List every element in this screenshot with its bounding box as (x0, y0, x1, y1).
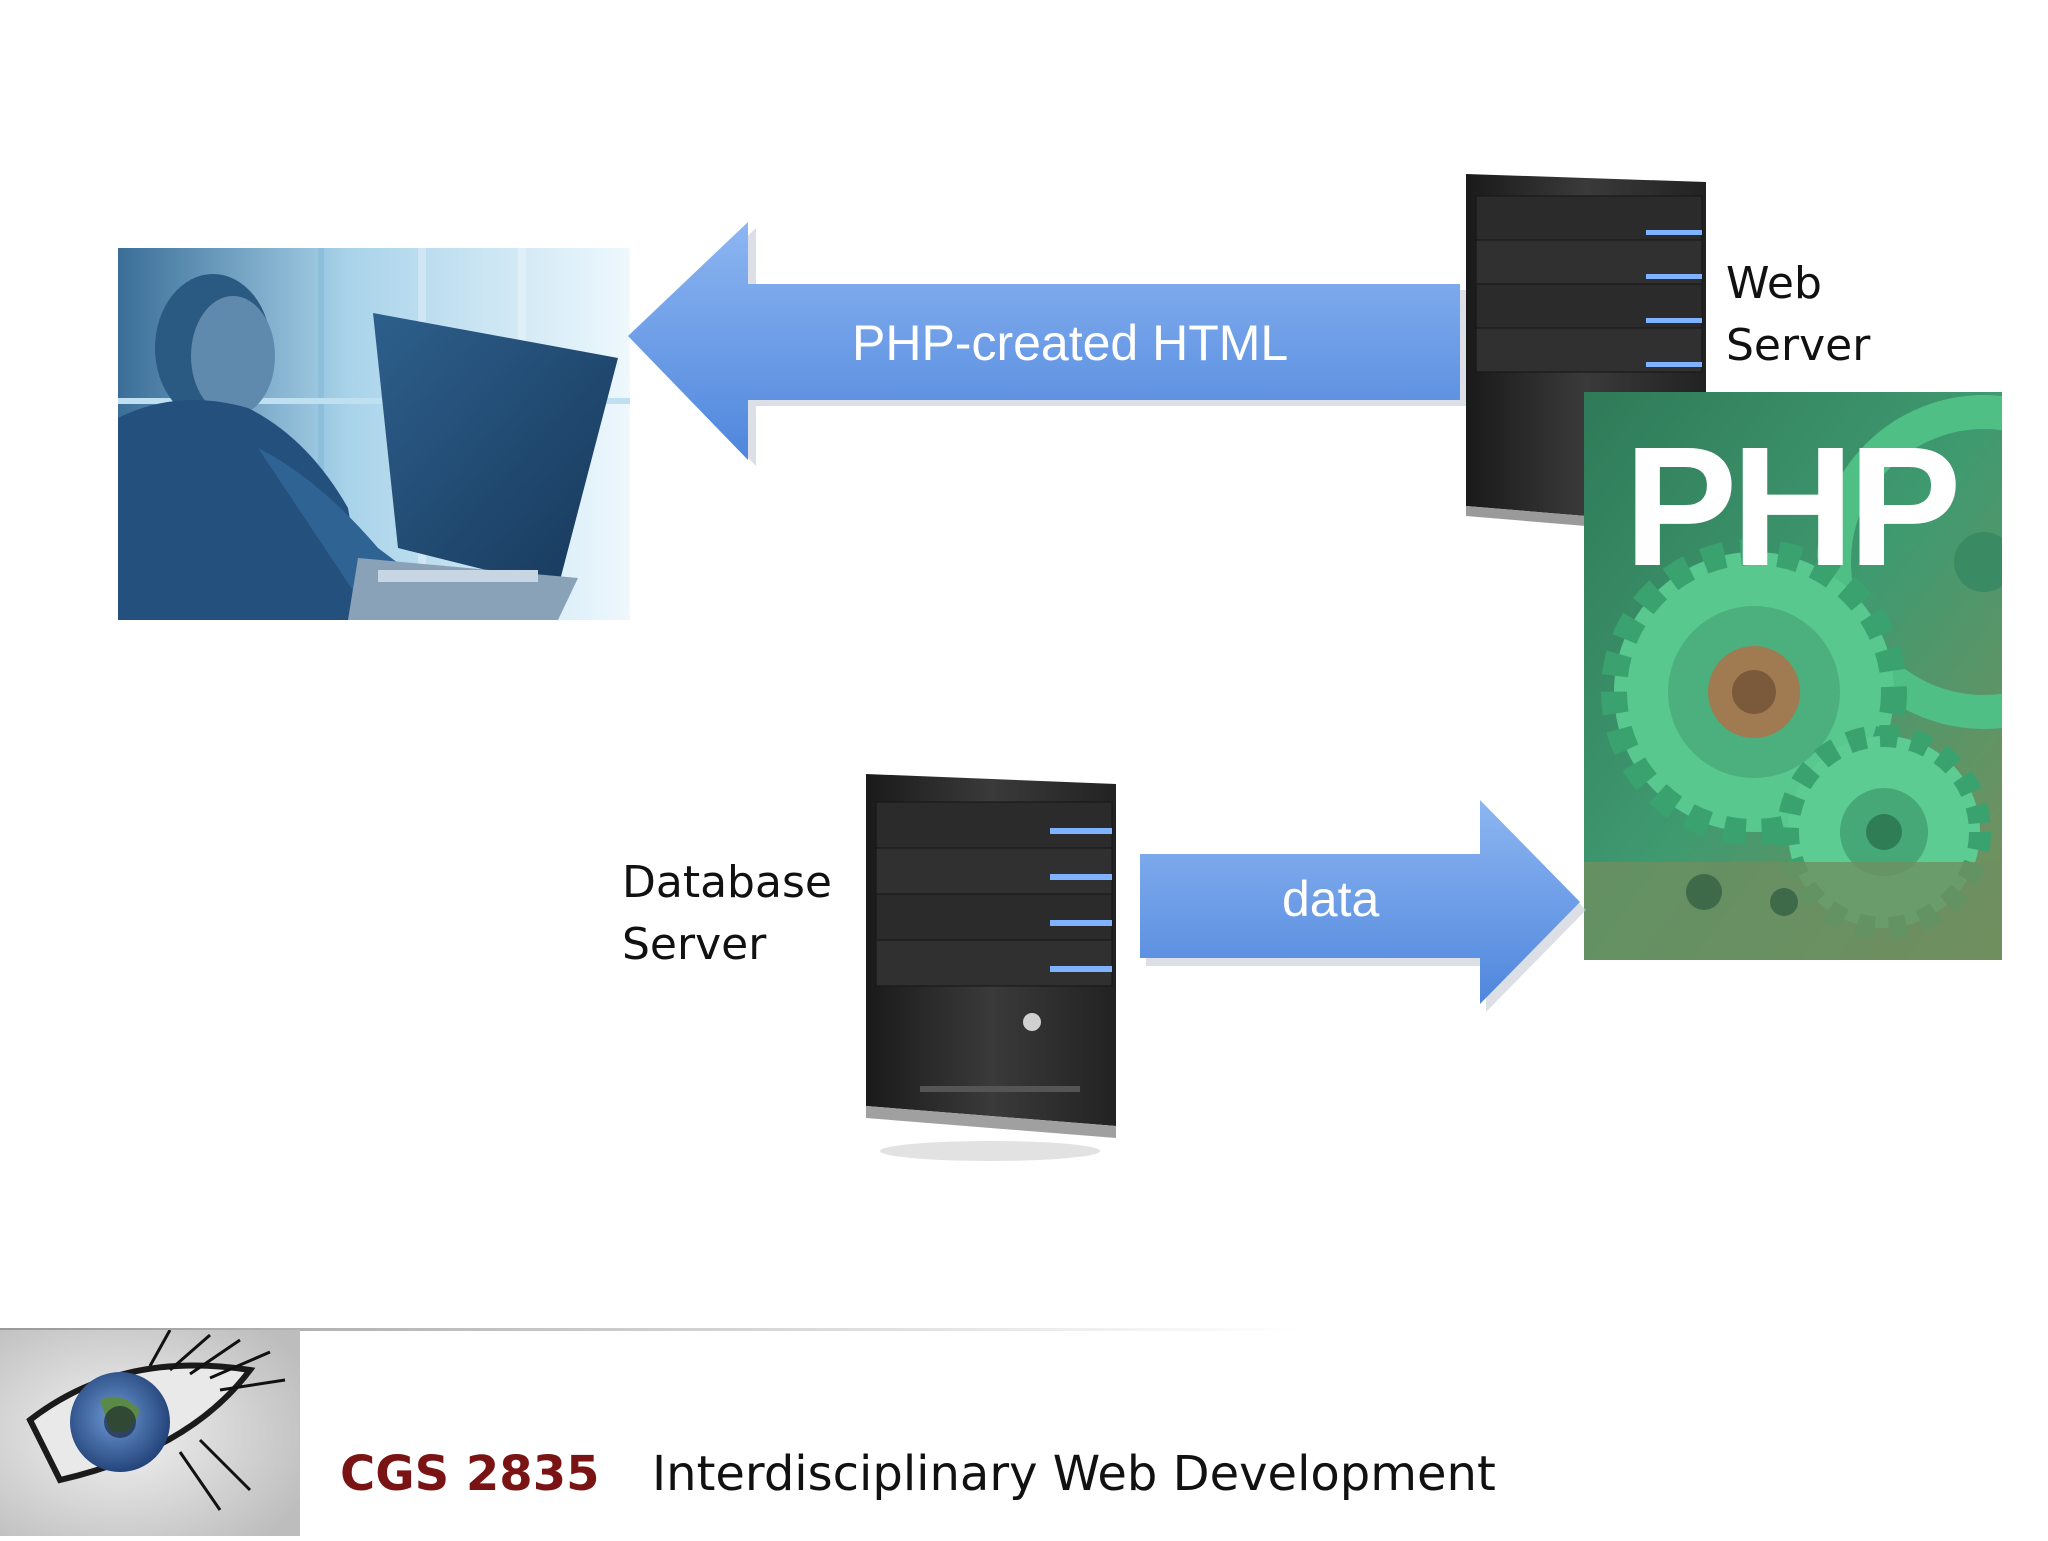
database-server-label-line2: Server (622, 919, 767, 970)
arrow-php-created-html: PHP-created HTML (628, 222, 1468, 468)
footer-divider (0, 1328, 1300, 1331)
arrow-data: data (1138, 800, 1588, 1014)
database-server-label-line1: Database (622, 857, 832, 908)
course-code: CGS 2835 (340, 1446, 600, 1502)
web-server-label: Web Server (1726, 253, 1870, 377)
web-server-label-line1: Web (1726, 258, 1822, 309)
arrow-bottom-label: data (1282, 871, 1380, 927)
database-server-image (860, 766, 1126, 1168)
php-gears-image: PHP (1584, 392, 2048, 960)
course-title: Interdisciplinary Web Development (652, 1446, 1496, 1502)
php-logo-text: PHP (1624, 412, 1962, 602)
database-server-label: Database Server (622, 852, 832, 976)
arrow-top-label: PHP-created HTML (852, 315, 1289, 371)
web-server-label-line2: Server (1726, 320, 1871, 371)
eye-logo-icon (0, 1329, 300, 1536)
person-laptop-image (118, 248, 630, 620)
